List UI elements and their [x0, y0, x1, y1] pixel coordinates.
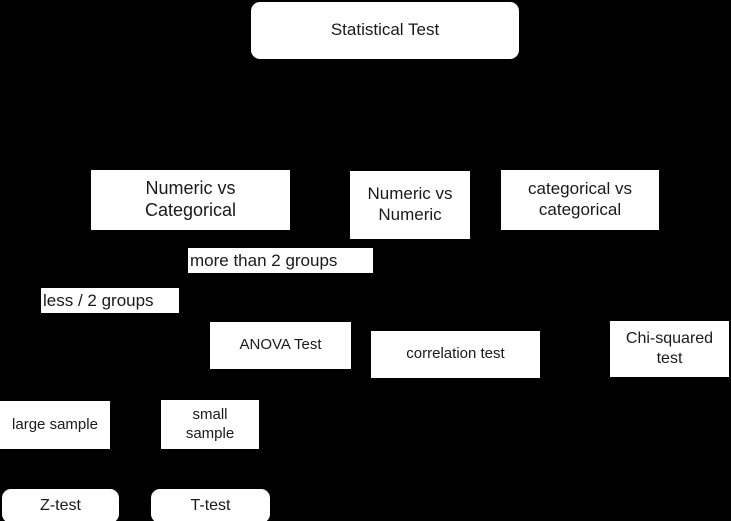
node-chi-squared-test[interactable]: Chi-squared test	[610, 321, 729, 377]
node-correlation-test[interactable]: correlation test	[371, 331, 540, 378]
node-categorical-vs-categorical[interactable]: categorical vs categorical	[501, 170, 659, 230]
edge-label-less-2-groups: less / 2 groups	[41, 288, 179, 313]
node-small-sample[interactable]: small sample	[161, 400, 259, 449]
node-numeric-vs-numeric[interactable]: Numeric vs Numeric	[350, 171, 470, 239]
node-z-test[interactable]: Z-test	[2, 489, 119, 521]
node-t-test[interactable]: T-test	[151, 489, 270, 521]
node-anova-test[interactable]: ANOVA Test	[210, 322, 351, 369]
edge-label-more-than-2-groups: more than 2 groups	[188, 248, 373, 273]
node-statistical-test[interactable]: Statistical Test	[251, 2, 519, 59]
node-large-sample[interactable]: large sample	[0, 401, 110, 449]
node-numeric-vs-categorical[interactable]: Numeric vs Categorical	[91, 170, 290, 230]
